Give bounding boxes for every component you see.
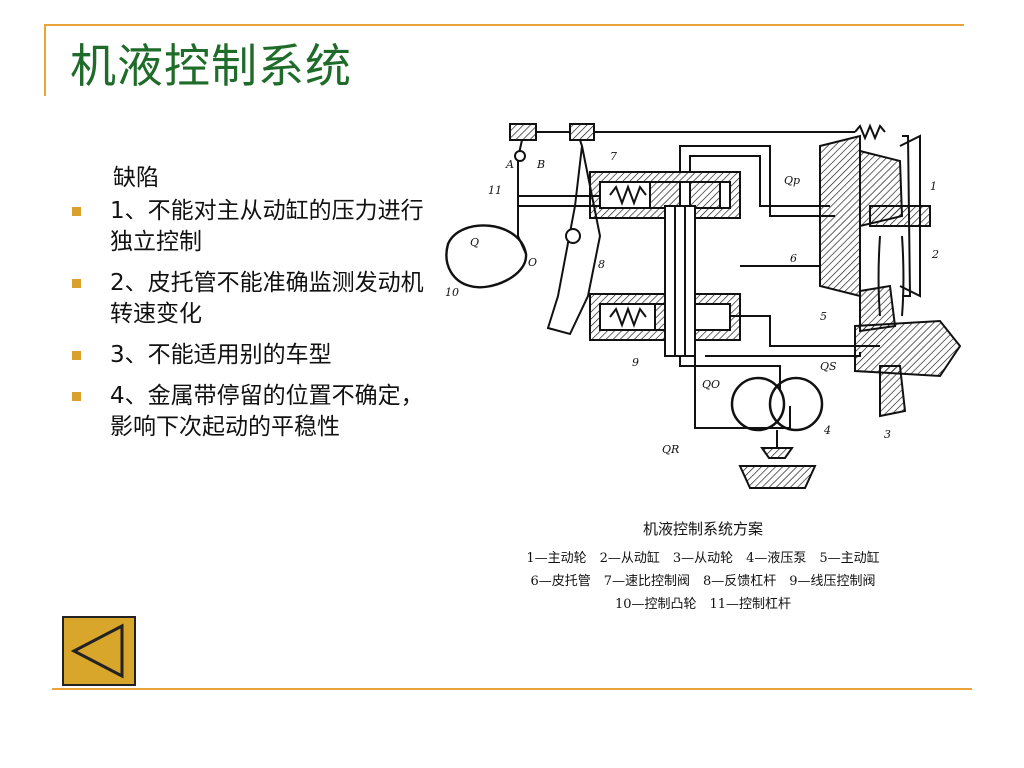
list-item: 4、金属带停留的位置不确定，影响下次起动的平稳性 [72,381,432,443]
list-item-text: 3、不能适用别的车型 [110,342,332,368]
page-title: 机液控制系统 [70,39,352,93]
label-A: A [505,158,514,171]
label-O: O [528,256,537,269]
label-11: 11 [488,184,502,197]
list-item: 3、不能适用别的车型 [72,340,432,371]
label-6: 6 [790,252,797,265]
bullet-marker [72,207,81,216]
defect-list: 1、不能对主从动缸的压力进行独立控制 2、皮托管不能准确监测发动机转速变化 3、… [72,196,432,453]
triangle-left-icon [70,623,124,679]
subheading: 缺陷 [113,165,159,191]
label-5: 5 [820,310,827,323]
label-10: 10 [445,286,459,299]
back-button[interactable] [62,616,136,686]
caption-line: 6—皮托管 7—速比控制阀 8—反馈杠杆 9—线压控制阀 [530,574,876,589]
label-Qo: QO [702,378,720,391]
bottom-rule [52,688,972,690]
caption-line: 1—主动轮 2—从动缸 3—从动轮 4—液压泵 5—主动缸 [526,551,880,566]
label-Q-cam: Q [470,236,479,249]
label-Qr: QR [662,443,679,456]
label-1: 1 [930,180,937,193]
label-7: 7 [610,150,617,163]
label-B: B [536,158,545,171]
title-side-rule [44,24,46,96]
label-2: 2 [931,248,939,261]
label-3: 3 [884,428,891,441]
label-Qs: QS [820,360,837,373]
list-item-text: 1、不能对主从动缸的压力进行独立控制 [110,198,424,255]
list-item: 1、不能对主从动缸的压力进行独立控制 [72,196,432,258]
list-item-text: 2、皮托管不能准确监测发动机转速变化 [110,270,424,327]
bullet-marker [72,279,81,288]
schematic-diagram: A B 7 11 Q O 8 10 9 Qp 6 5 1 2 QS QO 4 3… [445,123,962,489]
label-4: 4 [823,424,831,437]
caption-title: 机液控制系统方案 [642,520,763,538]
caption-line: 10—控制凸轮 11—控制杠杆 [614,597,792,612]
top-rule [44,24,964,26]
bullet-marker [72,392,81,401]
list-item: 2、皮托管不能准确监测发动机转速变化 [72,268,432,330]
label-Qp: Qp [784,174,800,187]
figure-caption: 机液控制系统方案 1—主动轮 2—从动缸 3—从动轮 4—液压泵 5—主动缸 6… [478,518,928,616]
bullet-marker [72,351,81,360]
list-item-text: 4、金属带停留的位置不确定，影响下次起动的平稳性 [110,383,424,440]
label-8: 8 [598,258,605,271]
label-9: 9 [632,356,639,369]
